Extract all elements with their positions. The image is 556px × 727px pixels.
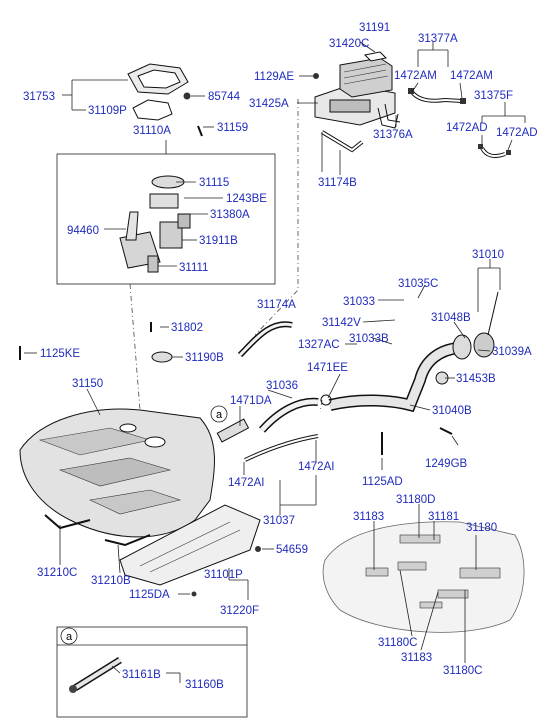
leader-lines <box>24 41 526 683</box>
label-1472AM-right: 1472AM <box>450 70 493 82</box>
label-31035C: 31035C <box>398 278 438 290</box>
vapor-hose-31377A <box>408 88 466 104</box>
label-31911B: 31911B <box>199 235 238 247</box>
bolt-31159 <box>197 125 203 137</box>
label-31220F: 31220F <box>220 605 259 617</box>
tank-guard-31220F <box>119 504 261 586</box>
label-1249GB: 1249GB <box>425 458 468 470</box>
label-94460: 94460 <box>67 225 99 237</box>
filler-hose-1471DA <box>216 418 250 443</box>
vent-tube-31037 <box>244 434 319 462</box>
routing-line-canister <box>254 99 299 336</box>
label-31802: 31802 <box>171 322 203 334</box>
label-31377A: 31377A <box>418 33 458 45</box>
hose-31036 <box>259 397 319 433</box>
label-31161B: 31161B <box>122 669 161 681</box>
label-31109P: 31109P <box>88 105 127 117</box>
label-31110A: 31110A <box>133 125 171 137</box>
fuel-pump-module-parts <box>119 175 191 273</box>
canister-assembly <box>314 51 396 126</box>
hose-31174B <box>320 130 364 153</box>
label-31380A: 31380A <box>210 209 250 221</box>
hose-1472AD <box>478 144 511 158</box>
screw-85744 <box>183 92 191 100</box>
label-31753: 31753 <box>23 91 55 103</box>
label-31150: 31150 <box>72 378 103 390</box>
filler-neck-assembly <box>328 291 499 413</box>
label-31425A: 31425A <box>249 98 289 110</box>
label-31010: 31010 <box>472 249 504 261</box>
label-31048B: 31048B <box>431 312 471 324</box>
callout-a-main-text: a <box>216 409 223 421</box>
clamp-1471EE <box>320 394 332 406</box>
bolt-1249GB <box>439 427 453 435</box>
label-31036: 31036 <box>266 380 298 392</box>
label-1327AC: 1327AC <box>298 339 340 351</box>
label-1472AD-right: 1472AD <box>496 127 538 139</box>
label-31115: 31115 <box>199 177 229 189</box>
label-1472AD-left: 1472AD <box>446 122 488 134</box>
label-31210B: 31210B <box>91 575 131 587</box>
label-31039A: 31039A <box>492 346 532 358</box>
label-31180C-right: 31180C <box>443 665 482 677</box>
label-1125DA: 1125DA <box>129 589 170 601</box>
label-31033: 31033 <box>343 296 375 308</box>
detail-a-box <box>56 626 248 718</box>
label-1472AI-right: 1472AI <box>298 461 334 473</box>
label-1125AD: 1125AD <box>362 476 403 488</box>
routing-line-pump <box>129 283 141 411</box>
fuel-tank-insulator-view <box>322 521 525 633</box>
label-31033B: 31033B <box>349 333 389 345</box>
label-54659: 54659 <box>276 544 308 556</box>
label-31420C: 31420C <box>329 38 369 50</box>
callout-a-detail-text: a <box>66 631 73 643</box>
label-1243BE: 1243BE <box>226 193 267 205</box>
callout-a-detail: a <box>60 627 78 645</box>
label-1125KE: 1125KE <box>40 348 80 360</box>
label-1472AI-left: 1472AI <box>228 477 264 489</box>
nut-54659 <box>255 546 261 552</box>
label-1471DA: 1471DA <box>230 395 272 407</box>
label-31159: 31159 <box>217 122 248 134</box>
label-31453B: 31453B <box>456 373 496 385</box>
label-31160B: 31160B <box>185 679 224 691</box>
part-labels: 31191 31420C 31377A 1129AE 1472AM 1472AM… <box>23 22 538 691</box>
label-31180D: 31180D <box>396 494 435 506</box>
label-31376A: 31376A <box>373 129 413 141</box>
tank-strap-31210B <box>104 534 151 547</box>
pump-cover-plate-31753 <box>127 63 189 121</box>
label-85744: 85744 <box>208 91 241 103</box>
label-31375F: 31375F <box>474 90 513 102</box>
label-31183-top: 31183 <box>353 511 384 523</box>
label-31180: 31180 <box>466 522 497 534</box>
label-1471EE: 1471EE <box>307 362 348 374</box>
label-31191: 31191 <box>359 22 390 34</box>
label-31111: 31111 <box>179 262 208 274</box>
label-31174A: 31174A <box>257 299 296 311</box>
label-31183-bottom: 31183 <box>401 652 432 664</box>
fuel-tank-31150 <box>19 408 215 538</box>
label-31180C-left: 31180C <box>378 637 417 649</box>
label-31181: 31181 <box>428 511 459 523</box>
bolt-1129AE <box>313 73 319 79</box>
label-31174B: 31174B <box>318 177 357 189</box>
label-1472AM-left: 1472AM <box>394 70 437 82</box>
label-1129AE: 1129AE <box>254 71 294 83</box>
label-31101P: 31101P <box>204 569 243 581</box>
label-31037: 31037 <box>263 515 295 527</box>
label-31040B: 31040B <box>432 405 472 417</box>
hose-31174A <box>237 321 293 358</box>
detail-a-parts <box>69 657 122 693</box>
label-31210C: 31210C <box>37 567 77 579</box>
label-31142V: 31142V <box>322 317 361 329</box>
label-31190B: 31190B <box>185 352 224 364</box>
routing-line-filler <box>319 399 323 413</box>
bolt-1125DA <box>191 591 197 597</box>
callout-a-main: a <box>210 405 228 423</box>
plate-31190B <box>151 351 173 363</box>
